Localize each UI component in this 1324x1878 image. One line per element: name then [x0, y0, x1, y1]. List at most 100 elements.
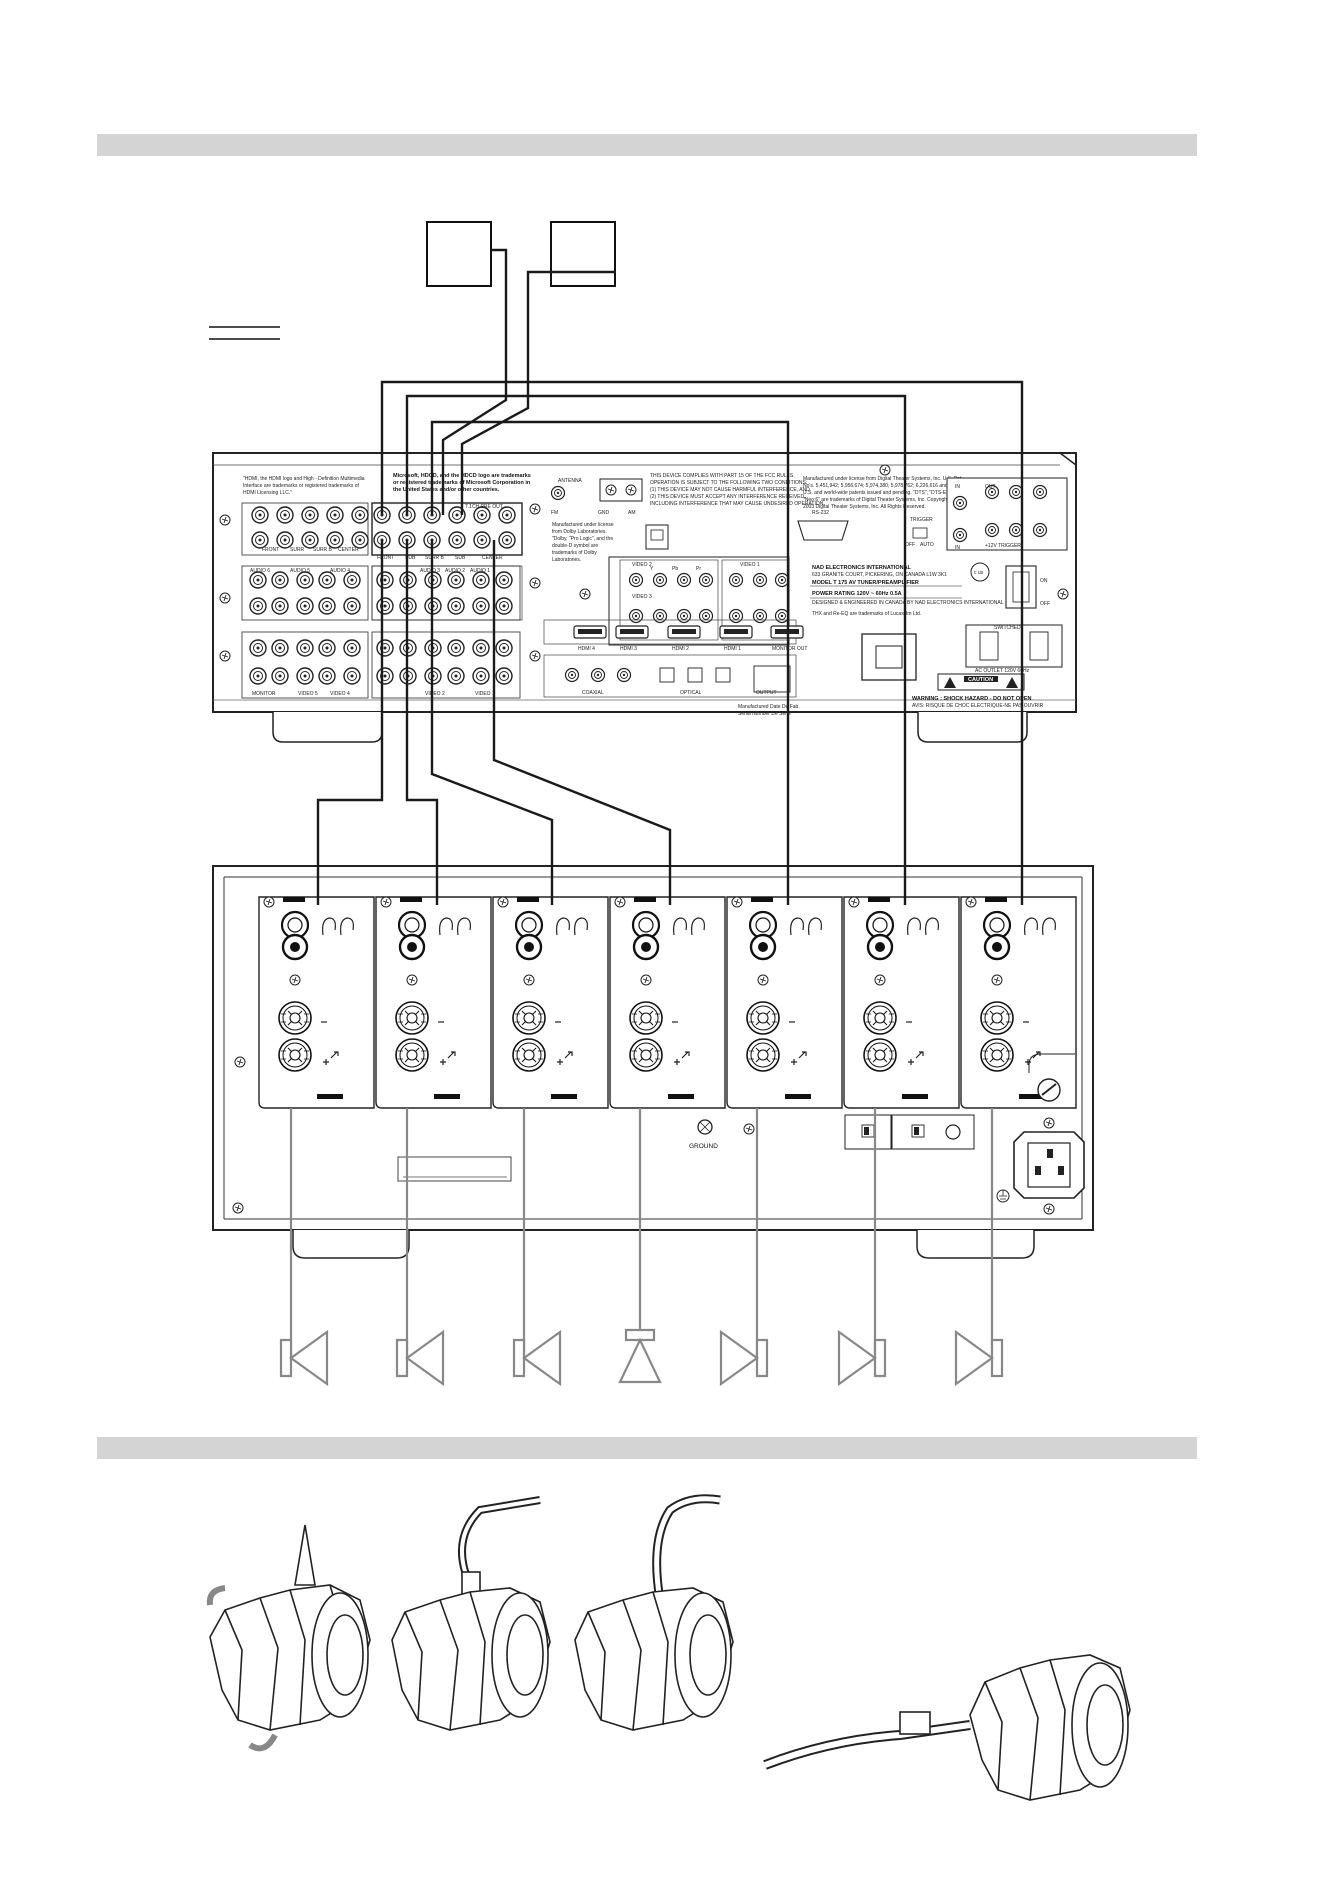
dts-notice: Manufactured under license from Digital …: [803, 476, 963, 482]
label-ground: GROUND: [689, 1143, 718, 1150]
amp-channel-module: [960, 896, 1077, 1109]
binding-post-icon: [629, 1001, 663, 1035]
dolby-notice-4: double-D symbol are: [552, 543, 598, 549]
label-power-rating: POWER RATING 120V ~ 60Hz 0.5A: [812, 591, 902, 597]
amp-channel-module: [726, 896, 843, 1109]
binding-post-banana-plug: [763, 1654, 1131, 1801]
label-company: NAD ELECTRONICS INTERNATIONAL: [812, 565, 912, 571]
speaker-icon: [395, 1329, 445, 1387]
label-front: FRONT: [262, 547, 279, 553]
amp-channel-module: [492, 896, 609, 1109]
binding-post-icon: [746, 1001, 780, 1035]
label-hdmi4: HDMI 4: [578, 646, 595, 652]
label-center: CENTER: [338, 547, 359, 553]
amp-channel-module: [843, 896, 960, 1109]
label-ir-in-2: IN: [955, 545, 960, 551]
dts-notice-3: U.S. and world-wide patents issued and p…: [803, 490, 961, 496]
binding-post-spade-lug: [391, 1496, 551, 1731]
dolby-notice-2: from Dolby Laboratories.: [552, 529, 607, 535]
hdmi-trademark-notice-3: HDMI Licensing LLC.": [243, 490, 292, 496]
speaker-icon: [837, 1329, 887, 1387]
label-video1: VIDEO 1: [475, 691, 495, 697]
signal-cables: [316, 248, 1024, 905]
label-hdmi1: HDMI 1: [724, 646, 741, 652]
label-pre-out: 7.1CH PRE OUT: [465, 504, 503, 510]
speaker-icon: [279, 1329, 329, 1387]
label-sub: SUB: [405, 555, 416, 561]
label-model: MODEL T 175 AV TUNER/PREAMPLIFIER: [812, 580, 919, 586]
label-power-on: ON: [1040, 578, 1048, 584]
amp-channel-module: [609, 896, 726, 1109]
label-company-sub: 633 GRANITE COURT, PICKERING, ON CANADA …: [812, 572, 947, 578]
label-trigger: TRIGGER: [910, 517, 933, 523]
binding-post-icon: [863, 1038, 897, 1072]
source-box-right: [550, 221, 616, 287]
label-power-off: OFF: [1040, 601, 1050, 607]
label-video3-comp: VIDEO 3: [632, 594, 652, 600]
label-gnd: GND: [598, 510, 610, 516]
label-caution: CAUTION: [968, 677, 993, 683]
amplifier-rear-panel: GROUND: [212, 865, 1094, 1259]
subwoofer-icon: [618, 1328, 662, 1384]
label-audio4: AUDIO 4: [330, 568, 350, 574]
label-ir-out: OUT: [985, 484, 996, 490]
section-bar-top: [97, 134, 1197, 156]
hdmi-trademark-notice-2: Interface are trademarks or registered t…: [243, 483, 359, 489]
microsoft-notice-3: the United States and/or other countries…: [393, 487, 500, 493]
binding-post-icon: [746, 1038, 780, 1072]
binding-post-unscrew: [206, 1524, 371, 1752]
binding-post-icon: [395, 1038, 429, 1072]
binding-post-icon: [278, 1038, 312, 1072]
label-y: Y: [650, 566, 654, 572]
label-trigger-off: OFF: [905, 542, 915, 548]
label-fm: FM: [551, 510, 558, 516]
binding-post-bare-wire: [574, 1494, 734, 1731]
fcc-notice-3: (1) THIS DEVICE MAY NOT CAUSE HARMFUL IN…: [650, 487, 810, 493]
amp-channel-module: [258, 896, 375, 1109]
binding-post-icon: [512, 1038, 546, 1072]
label-output: OUTPUT: [756, 690, 777, 696]
amp-channel-module: [375, 896, 492, 1109]
dolby-notice-3: "Dolby, "Pro Logic", and the: [552, 536, 613, 542]
label-pr: Pr: [696, 566, 701, 572]
speaker-icon: [954, 1329, 1004, 1387]
fcc-notice-5: INCLUDING INTERFERENCE THAT MAY CAUSE UN…: [650, 501, 825, 507]
label-surr: SURR: [290, 547, 305, 553]
speaker-icon: [719, 1329, 769, 1387]
label-audio3: AUDIO 3: [420, 568, 440, 574]
label-audio1: AUDIO 1: [470, 568, 490, 574]
label-trigger-auto: AUTO: [920, 542, 934, 548]
label-manufactured: Manufactured Date De Fab.: [738, 704, 800, 710]
speaker-cables: [289, 1108, 994, 1358]
label-designed: DESIGNED & ENGINEERED IN CANADA BY NAD E…: [812, 600, 1004, 606]
label-optical: OPTICAL: [680, 690, 702, 696]
binding-post-icon: [863, 1001, 897, 1035]
label-monitor: MONITOR: [252, 691, 276, 697]
label-audio6: AUDIO 6: [250, 568, 270, 574]
label-monitor-out: MONITOR OUT: [772, 646, 807, 652]
label-video5: VIDEO 5: [298, 691, 318, 697]
label-12v: +12V TRIGGER: [985, 543, 1021, 549]
label-audio2: AUDIO 2: [445, 568, 465, 574]
label-serial: Serial Number De Serie: [738, 711, 791, 717]
label-center-2: CENTER: [482, 555, 503, 561]
binding-post-icon: [629, 1038, 663, 1072]
label-video2: VIDEO 2: [425, 691, 445, 697]
label-rs232: RS-232: [812, 510, 829, 516]
label-coaxial: COAXIAL: [582, 690, 604, 696]
label-switched: SWITCHED: [994, 625, 1021, 631]
label-antenna: ANTENNA: [558, 478, 583, 484]
label-avis: AVIS: RISQUE DE CHOC ELECTRIQUE-NE PAS O…: [912, 703, 1044, 709]
binding-post-icon: [395, 1001, 429, 1035]
dts-notice-2: No's. 5,451,942; 5,956,674; 5,974,380; 5…: [803, 483, 961, 489]
label-ac-outlet: AC OUTLET 120V 60Hz: [975, 668, 1030, 674]
binding-post-icon: [512, 1001, 546, 1035]
speaker-icon: [512, 1329, 562, 1387]
label-front-2: FRONT: [377, 555, 394, 561]
binding-post-icon: [980, 1038, 1014, 1072]
binding-post-illustrations: [206, 1494, 1131, 1801]
binding-post-icon: [278, 1001, 312, 1035]
hdmi-trademark-notice: "HDMI, the HDMI logo and High - Definiti…: [243, 476, 365, 482]
label-surr-b-2: SURR B: [425, 555, 445, 561]
